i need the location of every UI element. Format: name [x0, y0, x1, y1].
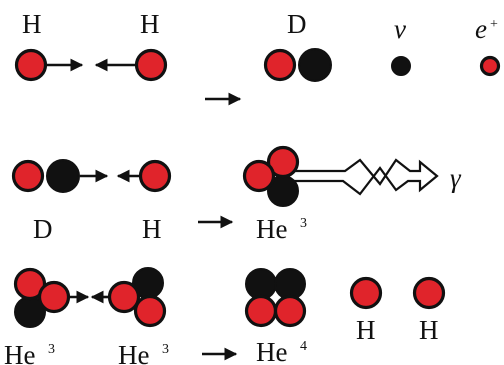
row1-positron-label: e: [475, 14, 487, 44]
row3-he4-proton-bottom-left: [247, 297, 276, 326]
row2-h-proton: [141, 162, 170, 191]
row3-he3-left-mass-number: 3: [48, 342, 55, 357]
row3-he3-right-proton-bottom: [136, 297, 165, 326]
row2-deuterium-proton: [14, 162, 43, 191]
row3-released-h-proton-1: [352, 279, 381, 308]
row1-h-right-label: H: [140, 9, 160, 39]
row1-deuterium-proton: [266, 51, 295, 80]
row2-gamma-ray-wave: [282, 160, 437, 194]
row3-he4-neutron-top-right: [275, 269, 305, 299]
row3-released-h-proton-2: [415, 279, 444, 308]
row1-h-left-proton: [17, 51, 46, 80]
row2-deuterium-label: D: [33, 214, 53, 244]
row2-he3-label: He: [256, 214, 287, 244]
row3-he3-right-label: He: [118, 340, 149, 365]
row-3-reaction: He 3 He 3 He 4 H H: [4, 268, 444, 365]
row1-positron-particle: [482, 58, 499, 75]
row3-he4-proton-bottom-right: [276, 297, 305, 326]
row2-he3-mass-number: 3: [300, 216, 307, 231]
row1-h-right-proton: [137, 51, 166, 80]
row3-he3-right-proton-left: [110, 283, 139, 312]
row-2-reaction: D H He 3 γ: [14, 148, 463, 245]
row3-he4-neutron-top-left: [246, 269, 276, 299]
row3-he3-left-proton-right: [40, 283, 69, 312]
row2-he3-proton-left: [245, 162, 274, 191]
row2-gamma-label: γ: [450, 163, 462, 193]
row1-neutrino-particle: [392, 57, 410, 75]
row1-deuterium-label: D: [287, 9, 307, 39]
row-1-reaction: H H D v e +: [17, 9, 499, 99]
row3-he3-right-mass-number: 3: [162, 342, 169, 357]
row3-released-h-label-2: H: [419, 315, 439, 345]
row3-he4-mass-number: 4: [300, 339, 307, 354]
row1-h-left-label: H: [22, 9, 42, 39]
row3-he3-left-label: He: [4, 340, 35, 365]
row2-deuterium-neutron: [47, 160, 79, 192]
row1-deuterium-neutron: [299, 49, 331, 81]
row2-h-label: H: [142, 214, 162, 244]
row1-positron-charge: +: [490, 17, 498, 32]
row3-he4-label: He: [256, 337, 287, 365]
row3-released-h-label-1: H: [356, 315, 376, 345]
row1-neutrino-label: v: [394, 14, 406, 44]
